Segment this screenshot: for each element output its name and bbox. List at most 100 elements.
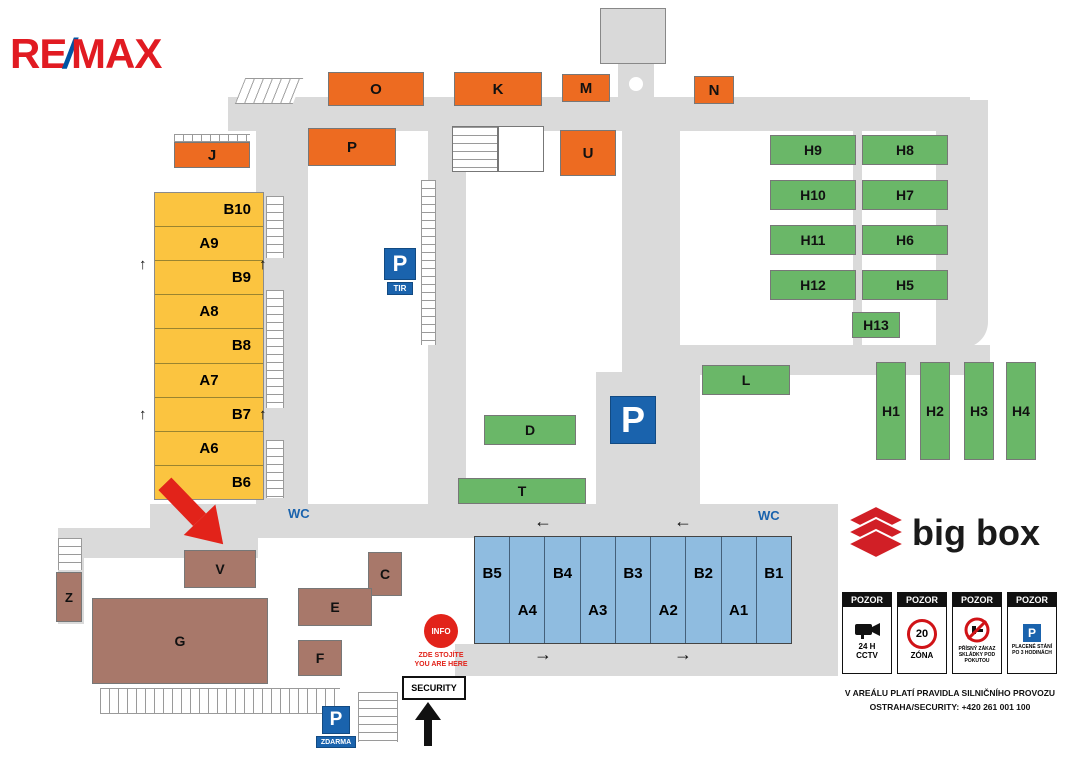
tir-text: TIR [393, 284, 407, 293]
dump-line1: PŘÍSNÝ ZÁKAZ [958, 645, 996, 652]
right-arrow-icon: → [534, 644, 552, 664]
warning-signs: POZOR 24 H CCTV POZOR 20 ZÓNA POZOR [842, 592, 1057, 674]
unit-a7-label: A7 [199, 371, 219, 389]
parking-p-letter: P [392, 251, 408, 276]
building-h4-label: H4 [1012, 403, 1030, 419]
unit-b3-label: B3 [623, 565, 643, 582]
building-h1-label: H1 [882, 403, 900, 419]
remax-logo: RE/MAX [10, 30, 162, 78]
parking-free-label: ZDARMA [316, 736, 356, 748]
cctv-text: 24 H CCTV [856, 642, 878, 660]
unit-b2-label: B2 [693, 565, 714, 582]
building-h1: H1 [876, 362, 906, 460]
unit-a1: A1 [722, 537, 757, 643]
building-h12: H12 [770, 270, 856, 300]
building-t-label: T [517, 483, 527, 499]
road-segment [150, 504, 838, 538]
gray-building [600, 8, 666, 64]
building-z-label: Z [65, 589, 73, 605]
unit-a4-label: A4 [517, 602, 537, 619]
parking-p-letter: P [329, 709, 343, 730]
road-segment [455, 644, 838, 676]
building-h6: H6 [862, 225, 948, 255]
no-dumping-icon [964, 617, 990, 643]
here-line1: ZDE STOJÍTE [418, 652, 464, 659]
building-j: J [174, 142, 250, 168]
unit-a2: A2 [651, 537, 687, 643]
yellow-hall-block: B10 A9 B9 A8 B8 A7 B7 A6 B6 [154, 192, 264, 500]
building-h7-label: H7 [896, 187, 914, 203]
unit-a2-label: A2 [658, 602, 678, 619]
building-h5-label: H5 [896, 277, 914, 293]
building-h9: H9 [770, 135, 856, 165]
security-box: SECURITY [402, 676, 466, 700]
building-h4: H4 [1006, 362, 1036, 460]
building-v-label: V [215, 561, 225, 577]
pozor-header: POZOR [898, 593, 946, 607]
cctv-line1: 24 H [858, 641, 876, 651]
building-g-label: G [174, 633, 186, 649]
building-d-label: D [524, 422, 536, 438]
unit-b5-label: B5 [482, 565, 502, 582]
building-h8-label: H8 [896, 142, 914, 158]
unit-a3: A3 [581, 537, 616, 643]
parking-free-sign: P [322, 706, 350, 734]
up-arrow-icon: ↑ [259, 406, 267, 423]
building-p: P [308, 128, 396, 166]
road-segment [622, 131, 680, 375]
bigbox-cube-icon [845, 504, 907, 560]
parking-strip [58, 538, 82, 570]
no-dumping-text: PŘÍSNÝ ZÁKAZ SKLÁDKY POD POKUTOU [959, 646, 996, 665]
unit-a8: A8 [155, 295, 263, 330]
building-g: G [92, 598, 268, 684]
unit-b1-label: B1 [764, 565, 784, 582]
parking-main-sign: P [610, 396, 656, 444]
parking-strip [174, 134, 250, 142]
unit-b6-label: B6 [231, 473, 251, 491]
building-m: M [562, 74, 610, 102]
remax-slash-icon: / [63, 30, 75, 77]
unit-a7: A7 [155, 364, 263, 398]
remax-re: RE [10, 30, 67, 77]
building-h9-label: H9 [804, 142, 822, 158]
building-h10: H10 [770, 180, 856, 210]
unit-b8: B8 [155, 329, 263, 364]
building-h11: H11 [770, 225, 856, 255]
unit-b7-label: B7 [231, 405, 251, 423]
unit-a9: A9 [155, 227, 263, 262]
unit-a6-label: A6 [199, 439, 219, 457]
paid-p-letter: P [1027, 625, 1036, 640]
building-h5: H5 [862, 270, 948, 300]
security-phone-text: OSTRAHA/SECURITY: +420 261 001 100 [869, 702, 1031, 712]
unit-b6: B6 [155, 466, 263, 499]
unit-b4-label: B4 [552, 565, 573, 582]
pozor-header: POZOR [953, 593, 1001, 607]
paid-line1: PLACENÉ STÁNÍ [1011, 643, 1053, 650]
parking-strip [358, 692, 398, 742]
unit-b3: B3 [616, 537, 652, 643]
pozor-header: POZOR [1008, 593, 1056, 607]
unit-a9-label: A9 [199, 235, 219, 253]
building-h13: H13 [852, 312, 900, 338]
building-n: N [694, 76, 734, 104]
building-p-label: P [346, 138, 357, 156]
sign-speed-zone: POZOR 20 ZÓNA [897, 592, 947, 674]
building-h13-label: H13 [863, 317, 889, 333]
parking-tir-label: TIR [387, 282, 413, 295]
building-j-label: J [207, 146, 217, 164]
parking-strip [266, 440, 284, 498]
bigbox-wordmark: big box [912, 512, 1040, 553]
cctv-camera-icon [855, 622, 880, 639]
up-arrow-icon: ↑ [139, 406, 147, 423]
building-z: Z [56, 572, 82, 622]
building-h12-label: H12 [800, 277, 826, 293]
up-arrow-icon: ↑ [139, 256, 147, 273]
building-o-label: O [370, 80, 382, 98]
building-e: E [298, 588, 372, 626]
building-h2-label: H2 [926, 403, 944, 419]
unit-b5: B5 [475, 537, 511, 643]
you-are-here-text: ZDE STOJÍTE YOU ARE HERE [404, 651, 478, 669]
wc-label: WC [758, 508, 780, 523]
paid-line2: PO 3 HODINÁCH [1012, 650, 1052, 656]
up-arrow-icon: ↑ [259, 256, 267, 273]
